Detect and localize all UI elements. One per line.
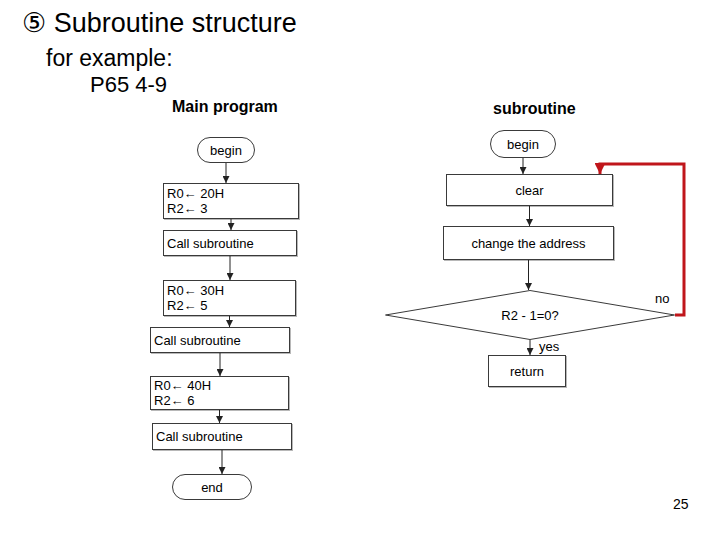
branch-label: yes xyxy=(539,339,559,354)
flow-arrow xyxy=(523,158,524,174)
process-box: R0← 30H R2← 5 xyxy=(163,280,296,316)
node-text: Call subroutine xyxy=(154,333,241,348)
node-text: R0← 30H R2← 5 xyxy=(167,283,231,313)
return-box: return xyxy=(488,355,566,387)
example-note: P65 4-9 xyxy=(90,73,167,97)
flow-arrow xyxy=(220,353,221,376)
node-text: begin xyxy=(507,137,539,152)
slide-title: ⑤ Subroutine structure xyxy=(22,9,297,39)
end-terminal: end xyxy=(172,474,252,500)
example-note: for example: xyxy=(46,46,173,71)
process-box: R0← 20H R2← 3 xyxy=(163,183,299,219)
start-terminal: begin xyxy=(490,130,556,158)
node-text: R0← 20H R2← 3 xyxy=(167,186,231,216)
node-text: Call subroutine xyxy=(167,236,254,251)
node-text: return xyxy=(510,364,544,379)
column-heading: Main program xyxy=(172,98,278,116)
diamond-shape xyxy=(386,291,675,340)
flow-arrow xyxy=(229,316,230,327)
flow-arrow xyxy=(231,219,232,230)
node-text: R0← 40H R2← 6 xyxy=(154,378,218,408)
flow-arrow xyxy=(530,340,531,355)
node-text: clear xyxy=(515,183,543,198)
column-heading: subroutine xyxy=(493,100,576,118)
call-box: Call subroutine xyxy=(150,327,290,353)
process-box: R0← 40H R2← 6 xyxy=(150,376,289,410)
node-text: begin xyxy=(210,143,242,158)
branch-label: no xyxy=(655,291,669,306)
process-box: clear xyxy=(446,174,613,206)
node-text: Call subroutine xyxy=(156,429,243,444)
page-number: 25 xyxy=(673,497,689,512)
flow-arrow xyxy=(219,410,220,423)
decision-diamond: R2 - 1=0? xyxy=(385,290,675,340)
start-terminal: begin xyxy=(197,137,255,163)
process-box: change the address xyxy=(443,226,614,260)
flow-arrow xyxy=(529,206,530,226)
node-text: end xyxy=(201,480,223,495)
call-box: Call subroutine xyxy=(152,423,292,450)
flow-arrow xyxy=(226,163,227,183)
call-box: Call subroutine xyxy=(163,230,297,256)
node-text: change the address xyxy=(471,236,585,251)
flow-arrow xyxy=(230,256,231,280)
flow-arrow xyxy=(222,450,223,474)
flow-arrow xyxy=(528,260,529,290)
node-text: R2 - 1=0? xyxy=(501,308,558,323)
